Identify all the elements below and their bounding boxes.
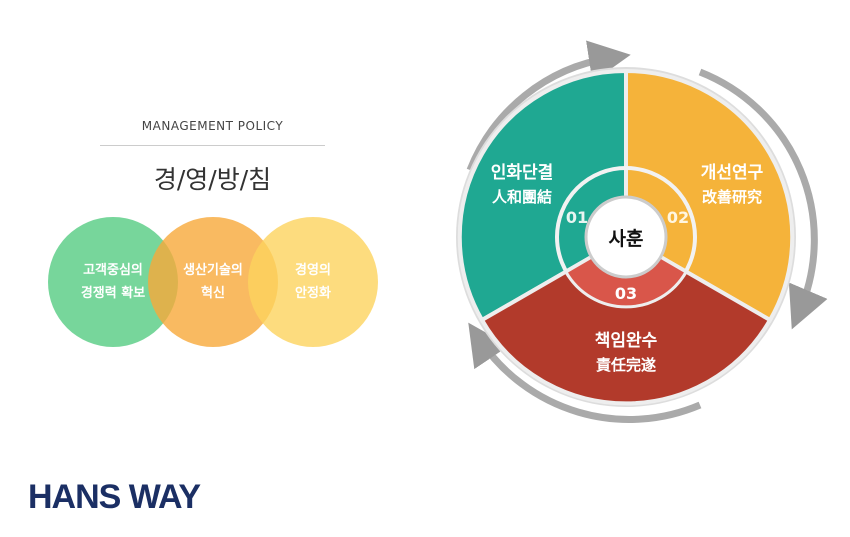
segment-03 [479, 234, 773, 406]
divider [100, 145, 325, 146]
segment-01 [457, 68, 628, 323]
segment-number: 02 [667, 208, 689, 227]
policy-circle-customer: 고객중심의 경쟁력 확보 [48, 217, 178, 347]
segment-hanja: 責任完遂 [596, 356, 656, 374]
segment-hanja: 改善研究 [702, 188, 762, 206]
segment-title: 개선연구 [701, 163, 764, 183]
segment-02 [624, 68, 795, 323]
cycle-arrows-icon [466, 40, 828, 423]
page-title: 경/영/방/침 [153, 165, 272, 194]
motto-center: 사훈 [609, 227, 644, 250]
segment-number: 01 [566, 208, 588, 227]
management-policy-label: MANAGEMENT POLICY [141, 119, 284, 133]
segment-title: 인화단결 [491, 163, 554, 183]
policy-circle-stability: 경영의 안정화 [248, 217, 378, 347]
segment-hanja: 人和團結 [492, 188, 552, 206]
segment-title: 책임완수 [595, 330, 658, 351]
hansway-logo: HANS WAY [28, 478, 201, 516]
segment-number: 03 [615, 284, 637, 303]
